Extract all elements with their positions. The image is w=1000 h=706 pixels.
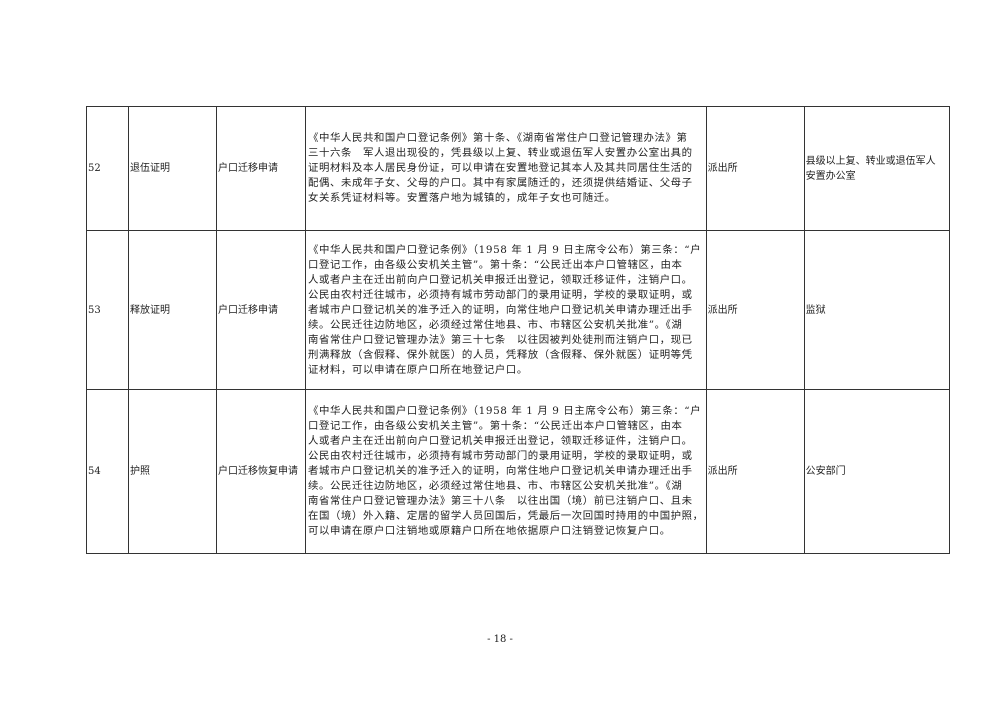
handling-unit: 派出所 xyxy=(705,389,805,554)
legal-basis-line: 三十六条 军人退出现役的，凭县级以上复、转业或退伍军人安置办公室出具的 xyxy=(308,147,693,159)
legal-basis: 《中华人民共和国户口登记条例》第十条、《湖南省常住户口登记管理办法》第三十六条 … xyxy=(305,106,707,231)
legal-basis-line: 口登记工作，由各级公安机关主管”。第十条：“公民迁出本户口管辖区，由本 xyxy=(308,420,683,432)
issuing-unit: 监狱 xyxy=(803,230,950,390)
row-number: 54 xyxy=(86,389,129,554)
legal-basis-line: 在国（境）外入籍、定居的留学人员回国后，凭最后一次回国时持用的中国护照， xyxy=(308,510,704,522)
legal-basis-line: 续。公民迁往边防地区，必须经过常住地县、市、市辖区公安机关批准”。《湖 xyxy=(308,318,683,331)
issuing-unit: 县级以上复、转业或退伍军人安置办公室 xyxy=(803,106,950,231)
issuing-unit-line: 县级以上复、转业或退伍军人 xyxy=(805,155,936,167)
legal-basis-line: 《中华人民共和国户口登记条例》（1958 年 1 月 9 日主席令公布）第三条：… xyxy=(308,243,702,256)
application-type: 户口迁移申请 xyxy=(216,106,306,231)
legal-basis-line: 者城市户口登记机关的准予迁入的证明，向常住地户口登记机关申请办理迁出手 xyxy=(308,303,693,316)
legal-basis-line: 配偶、未成年子女、父母的户口。其中有家属随迁的，还须提供结婚证、父母子 xyxy=(308,177,693,189)
handling-unit: 派出所 xyxy=(705,106,805,231)
issuing-unit: 公安部门 xyxy=(803,389,950,554)
legal-basis-line: 女关系凭证材料等。安置落户地为城镇的，成年子女也可随迁。 xyxy=(308,192,616,204)
legal-basis-line: 《中华人民共和国户口登记条例》第十条、《湖南省常住户口登记管理办法》第 xyxy=(308,132,688,144)
legal-basis-line: 者城市户口登记机关的准予迁入的证明，向常住地户口登记机关申请办理迁出手 xyxy=(308,465,693,477)
legal-basis-line: 人或者户主在迁出前向户口登记机关申报迁出登记，领取迁移证件，注销户口。 xyxy=(308,273,693,286)
page-number: - 18 - xyxy=(487,634,513,645)
legal-basis-line: 南省常住户口登记管理办法》第三十七条 以往因被判处徒刑而注销户口，现已 xyxy=(308,333,693,346)
material-name: 退伍证明 xyxy=(128,106,217,231)
row-number: 52 xyxy=(86,106,129,231)
legal-basis-line: 南省常住户口登记管理办法》第三十八条 以往出国（境）前已注销户口、且未 xyxy=(308,495,693,507)
legal-basis: 《中华人民共和国户口登记条例》（1958 年 1 月 9 日主席令公布）第三条：… xyxy=(305,389,707,554)
application-type: 户口迁移恢复申请 xyxy=(216,389,306,554)
legal-basis-line: 续。公民迁往边防地区，必须经过常住地县、市、市辖区公安机关批准”。《湖 xyxy=(308,480,683,492)
issuing-unit-line: 监狱 xyxy=(805,304,826,316)
legal-basis-line: 公民由农村迁往城市，必须持有城市劳动部门的录用证明，学校的录取证明，或 xyxy=(308,450,693,462)
legal-basis-line: 公民由农村迁往城市，必须持有城市劳动部门的录用证明，学校的录取证明，或 xyxy=(308,288,693,301)
legal-basis-line: 可以申请在原户口注销地或原籍户口所在地依据原户口注销登记恢复户口。 xyxy=(308,525,671,537)
material-name: 护照 xyxy=(128,389,217,554)
legal-basis-line: 《中华人民共和国户口登记条例》（1958 年 1 月 9 日主席令公布）第三条：… xyxy=(308,405,702,417)
material-name: 释放证明 xyxy=(128,230,217,390)
legal-basis-line: 刑满释放（含假释、保外就医）的人员，凭释放（含假释、保外就医）证明等凭 xyxy=(308,348,693,361)
issuing-unit-line: 公安部门 xyxy=(805,466,846,477)
row-number: 53 xyxy=(86,230,129,390)
handling-unit: 派出所 xyxy=(705,230,805,390)
legal-basis-line: 证明材料及本人居民身份证，可以申请在安置地登记其本人及其共同居住生活的 xyxy=(308,162,693,174)
legal-basis-line: 证材料，可以申请在原户口所在地登记户口。 xyxy=(308,363,528,376)
application-type: 户口迁移申请 xyxy=(216,230,306,390)
legal-basis-line: 口登记工作，由各级公安机关主管”。第十条：“公民迁出本户口管辖区，由本 xyxy=(308,258,683,271)
issuing-unit-line: 安置办公室 xyxy=(805,170,856,182)
legal-basis: 《中华人民共和国户口登记条例》（1958 年 1 月 9 日主席令公布）第三条：… xyxy=(305,230,707,390)
legal-basis-line: 人或者户主在迁出前向户口登记机关申报迁出登记，领取迁移证件，注销户口。 xyxy=(308,435,693,447)
